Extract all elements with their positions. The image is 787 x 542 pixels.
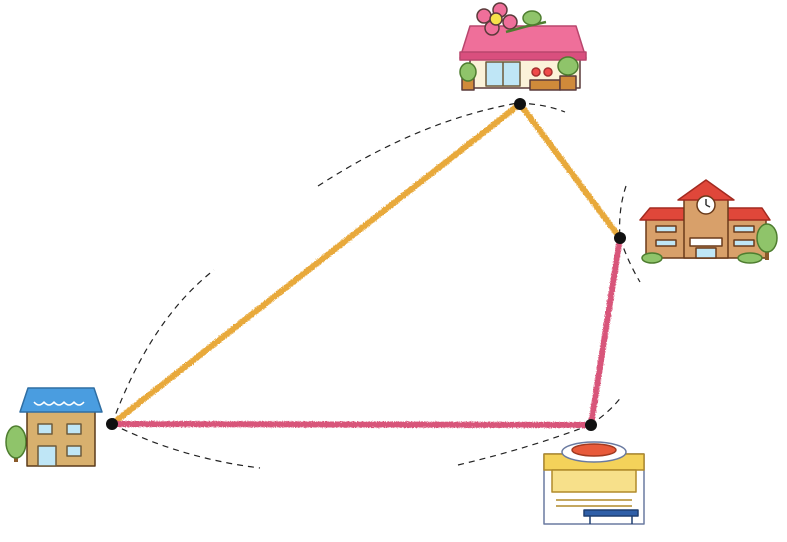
route-restaurant-home bbox=[109, 421, 594, 428]
node-home bbox=[106, 418, 118, 430]
house-icon bbox=[5, 387, 103, 467]
route-school-restaurant bbox=[588, 235, 623, 428]
routes bbox=[109, 101, 623, 428]
node-restaurant bbox=[585, 419, 597, 431]
arc-home-upper bbox=[111, 269, 215, 425]
route-home-flower-shop bbox=[109, 101, 523, 427]
arc-flower-left bbox=[317, 102, 519, 187]
node-flower-shop bbox=[514, 98, 526, 110]
compass-arcs bbox=[111, 102, 641, 469]
node-school bbox=[614, 232, 626, 244]
route-nodes bbox=[106, 98, 626, 431]
arc-school-upper bbox=[619, 185, 627, 239]
route-flower-shop-school bbox=[517, 101, 623, 241]
arc-restaurant-lower bbox=[457, 424, 591, 466]
restaurant-icon bbox=[543, 441, 645, 525]
flower-shop-icon bbox=[459, 2, 587, 91]
school-icon bbox=[639, 179, 778, 264]
arc-home-lower bbox=[111, 423, 261, 469]
arc-school-lower bbox=[619, 237, 641, 283]
